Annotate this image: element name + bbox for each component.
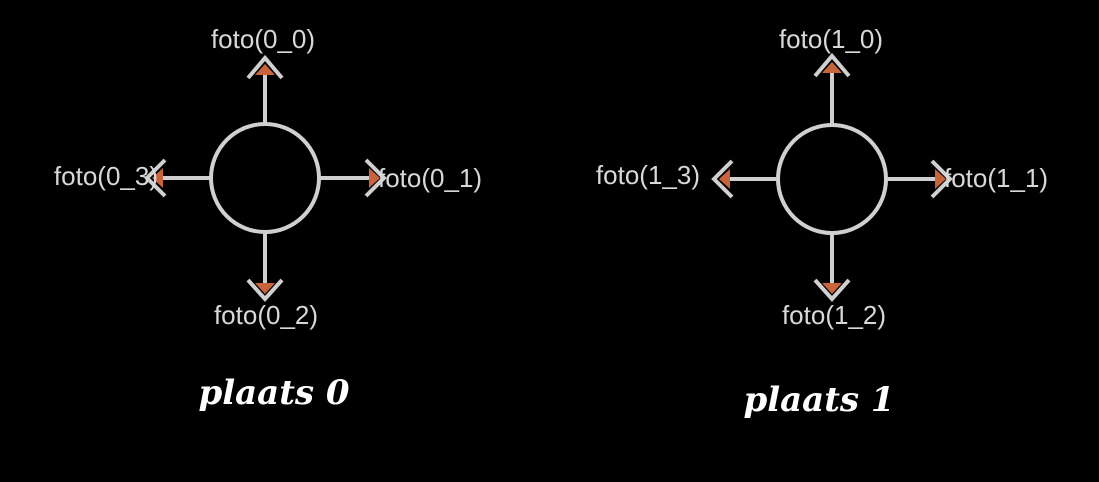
place-1-circle (776, 123, 888, 235)
place-1-arrow-right[interactable] (886, 159, 953, 199)
place-0-arrow-left[interactable] (144, 158, 211, 198)
place-0-label-down: foto(0_2) (214, 300, 318, 330)
place-0-title: plaats 0 (198, 373, 349, 413)
place-0-arrow-down[interactable] (246, 232, 284, 302)
place-0-circle (209, 122, 321, 234)
place-0-group: foto(0_0) foto(0_1) foto(0_2) foto(0_3) … (54, 24, 482, 413)
place-1-title: plaats 1 (743, 380, 894, 420)
place-0-label-up: foto(0_0) (211, 24, 315, 54)
place-1-arrow-down[interactable] (813, 233, 851, 302)
place-0-label-right: foto(0_1) (378, 163, 482, 193)
place-1-arrow-up[interactable] (813, 52, 851, 125)
place-0-arrow-up[interactable] (246, 54, 284, 124)
place-1-group: foto(1_0) foto(1_1) foto(1_2) foto(1_3) … (596, 24, 1048, 420)
place-1-label-right: foto(1_1) (944, 163, 1048, 193)
place-1-arrow-left[interactable] (711, 159, 778, 199)
place-0-label-left: foto(0_3) (54, 161, 158, 191)
place-1-label-up: foto(1_0) (779, 24, 883, 54)
place-1-label-left: foto(1_3) (596, 160, 700, 190)
place-0-arrow-right[interactable] (319, 158, 387, 198)
place-1-label-down: foto(1_2) (782, 300, 886, 330)
